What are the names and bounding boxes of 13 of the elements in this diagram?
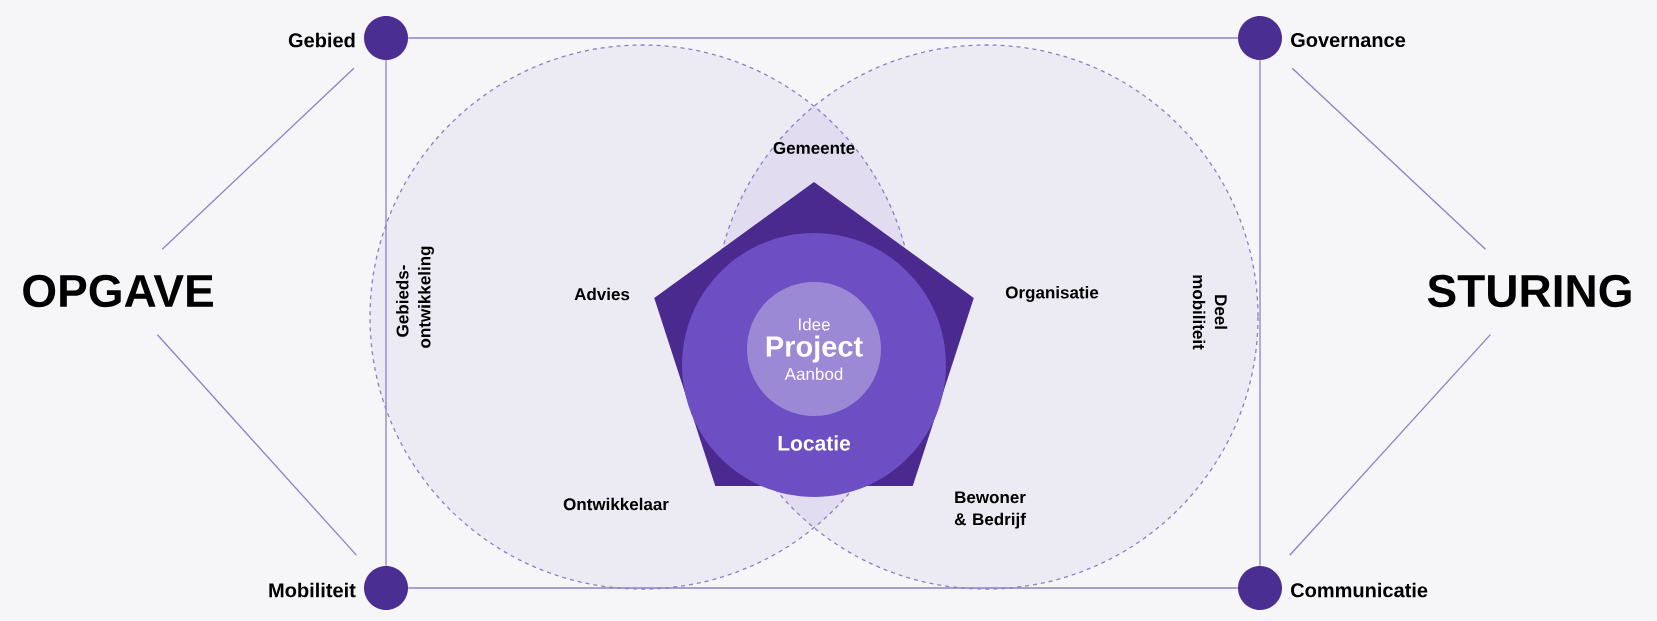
region-label: Deel mobiliteit [1192, 275, 1228, 350]
heading: OPGAVE [23, 274, 213, 308]
region-label: Ontwikkelaar [563, 497, 669, 511]
region-label: Bewoner & Bedrijf [954, 491, 1026, 529]
region-label: Advies [574, 287, 630, 301]
region-label: Organisatie [1005, 286, 1099, 302]
heading: STURING [1427, 274, 1631, 308]
corner-label: Gebied [288, 32, 355, 48]
corner-label: Communicatie [1291, 582, 1428, 598]
region-label: Gemeente [773, 142, 855, 154]
corner-label: Mobiliteit [269, 582, 356, 598]
region-label: Gebieds- ontwikkeling [396, 246, 434, 348]
corner-label: Governance [1291, 32, 1406, 48]
